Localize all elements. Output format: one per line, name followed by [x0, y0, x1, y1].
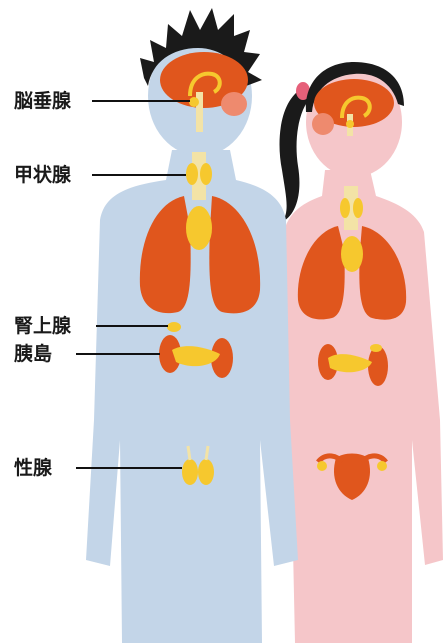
- adrenal-label: 腎上腺: [14, 315, 71, 337]
- pancreas-label: 胰島: [14, 343, 52, 365]
- girl-thyroid-right: [353, 198, 363, 218]
- girl-figure: [274, 62, 443, 643]
- thyroid-label: 甲状腺: [14, 164, 71, 186]
- girl-ovary-right: [377, 461, 387, 471]
- boy-thyroid-left: [186, 163, 198, 185]
- boy-adrenal: [167, 322, 181, 332]
- girl-thyroid-left: [340, 198, 350, 218]
- boy-gonad-left: [182, 459, 198, 485]
- girl-pituitary: [346, 120, 354, 128]
- boy-pituitary: [189, 97, 199, 107]
- girl-ovary-left: [317, 461, 327, 471]
- boy-thyroid-right: [200, 163, 212, 185]
- boy-stem: [196, 92, 203, 132]
- boy-gonad-right: [198, 459, 214, 485]
- boy-cerebellum: [221, 92, 247, 116]
- girl-adrenal: [370, 344, 382, 352]
- girl-kidney-right: [368, 346, 388, 386]
- boy-heart: [186, 206, 212, 250]
- girl-heart: [341, 236, 363, 272]
- girl-cerebellum: [312, 113, 334, 135]
- pituitary-label: 脳垂腺: [14, 90, 71, 112]
- gonad-label: 性腺: [14, 457, 52, 479]
